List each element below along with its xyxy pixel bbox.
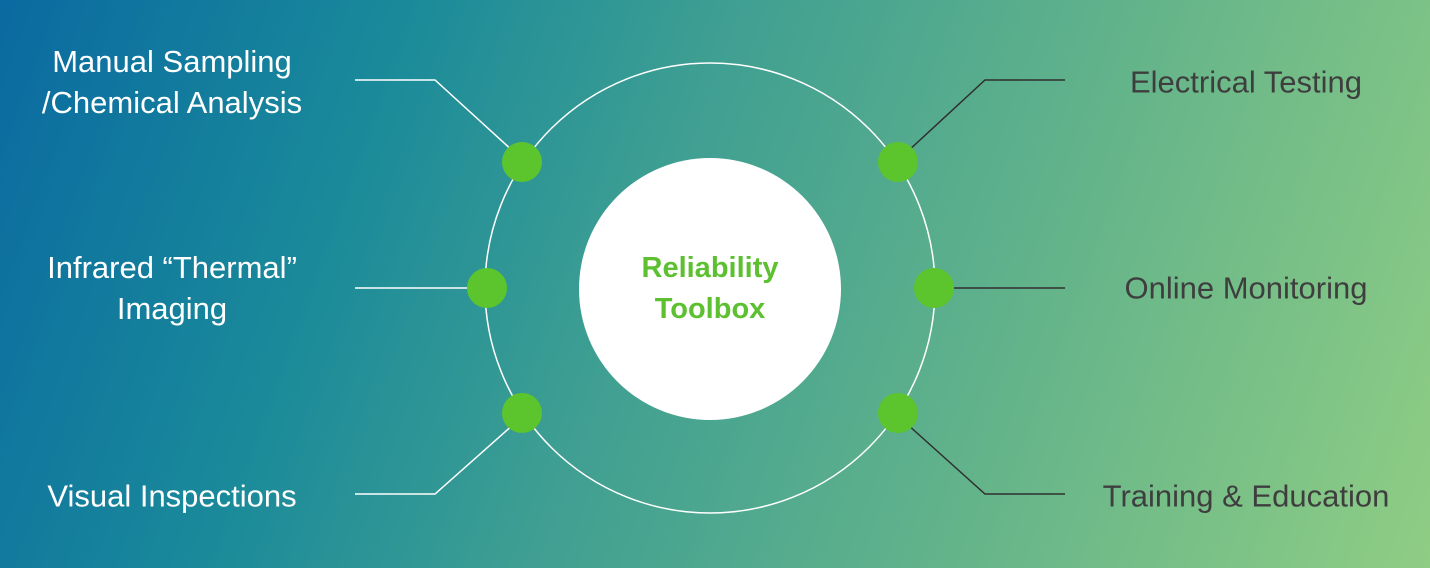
connector-training xyxy=(906,423,1065,495)
label-online-line1: Online Monitoring xyxy=(1124,270,1368,306)
connector-visual xyxy=(355,423,515,495)
label-manual-sampling-line1: Manual Sampling xyxy=(52,44,292,79)
node-manual-sampling xyxy=(502,142,542,182)
label-electrical-line1: Electrical Testing xyxy=(1129,64,1363,100)
node-online xyxy=(914,268,954,308)
connector-manual-sampling xyxy=(355,79,515,153)
node-training xyxy=(878,393,918,433)
label-infrared-line2: Imaging xyxy=(116,291,228,326)
label-electrical-testing: Electrical Testing xyxy=(1130,62,1362,103)
hub-title-line2: Toolbox xyxy=(654,293,766,325)
label-infrared-thermal-imaging: Infrared “Thermal” Imaging xyxy=(47,247,297,329)
label-infrared-line1: Infrared “Thermal” xyxy=(47,250,297,285)
label-training-education: Training & Education xyxy=(1103,476,1390,517)
label-training-line1: Training & Education xyxy=(1102,478,1390,514)
node-electrical xyxy=(878,142,918,182)
label-manual-sampling: Manual Sampling /Chemical Analysis xyxy=(42,41,302,123)
label-manual-sampling-line2: /Chemical Analysis xyxy=(41,85,303,120)
hub-title-line1: Reliability xyxy=(641,252,779,284)
connector-electrical xyxy=(906,79,1065,153)
reliability-toolbox-hub: Reliability Toolbox xyxy=(579,158,841,420)
node-visual xyxy=(502,393,542,433)
label-visual-line1: Visual Inspections xyxy=(47,478,297,514)
label-online-monitoring: Online Monitoring xyxy=(1125,268,1368,309)
label-visual-inspections: Visual Inspections xyxy=(47,476,296,517)
node-infrared xyxy=(467,268,507,308)
